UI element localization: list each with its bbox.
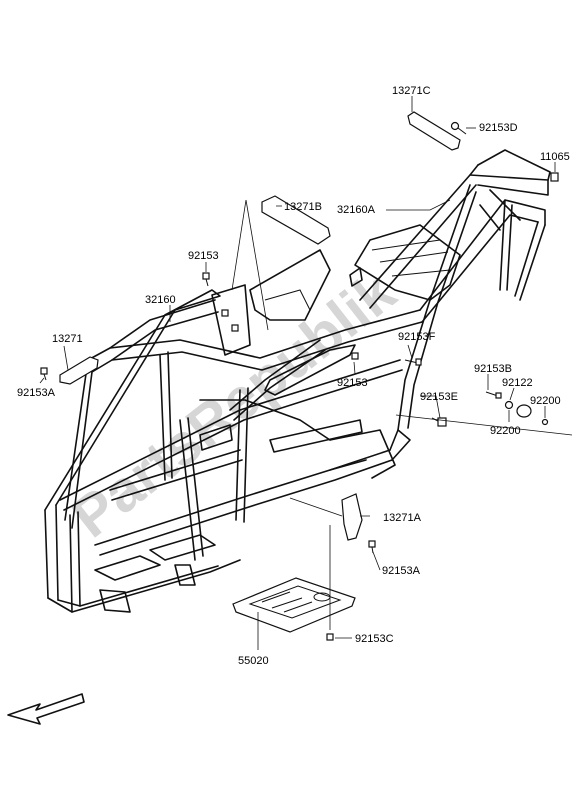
collar-92122: [516, 404, 532, 418]
bolt-92153c: [326, 633, 334, 641]
leader-lines: [39, 96, 573, 650]
callout-13271b: 13271B: [284, 201, 322, 213]
callout-92153a-bottom: 92153A: [382, 565, 421, 577]
callout-92153e: 92153E: [420, 391, 458, 403]
bolt-92153a-left: [40, 367, 48, 381]
washer-92200-right: [541, 418, 549, 426]
callout-92153f: 92153F: [398, 331, 436, 343]
callout-92153-top: 92153: [188, 250, 219, 262]
callout-32160: 32160: [145, 294, 176, 306]
callout-92122: 92122: [502, 377, 533, 389]
callout-11065: 11065: [540, 151, 570, 163]
callout-32160a: 32160A: [337, 204, 376, 216]
callout-92200-right: 92200: [530, 395, 561, 407]
callout-92200-left: 92200: [490, 425, 521, 437]
bracket-13271a: [341, 493, 363, 541]
callout-92153b: 92153B: [474, 363, 512, 375]
cap-11065: [550, 172, 559, 182]
bolt-92153b: [485, 391, 502, 399]
bolt-92153e: [431, 417, 447, 427]
callout-92153a-left: 92153A: [17, 387, 56, 399]
bolt-92153-top: [202, 272, 210, 287]
bracket-13271b: [261, 195, 331, 245]
bolt-92153f: [404, 358, 422, 366]
bolt-92153-mid: [351, 352, 359, 360]
callout-55020: 55020: [238, 655, 269, 667]
bolt-92153a-bottom: [368, 540, 376, 554]
bracket-13271c: [407, 111, 461, 151]
skid-plate-55020: [232, 577, 356, 633]
callout-92153d: 92153D: [479, 122, 518, 134]
callout-labels: 13271C 92153D 11065 13271B 32160A 92153 …: [17, 85, 570, 667]
washer-92200-left: [504, 400, 514, 410]
front-direction-arrow-icon: [7, 693, 85, 725]
callout-13271c: 13271C: [392, 85, 431, 97]
callout-92153-mid: 92153: [337, 377, 368, 389]
bracket-13271: [59, 356, 99, 385]
main-frame: [44, 149, 551, 613]
bolt-92153d: [450, 121, 467, 135]
callout-13271: 13271: [52, 333, 83, 345]
callout-13271a: 13271A: [383, 512, 422, 524]
callout-92153c: 92153C: [355, 633, 394, 645]
